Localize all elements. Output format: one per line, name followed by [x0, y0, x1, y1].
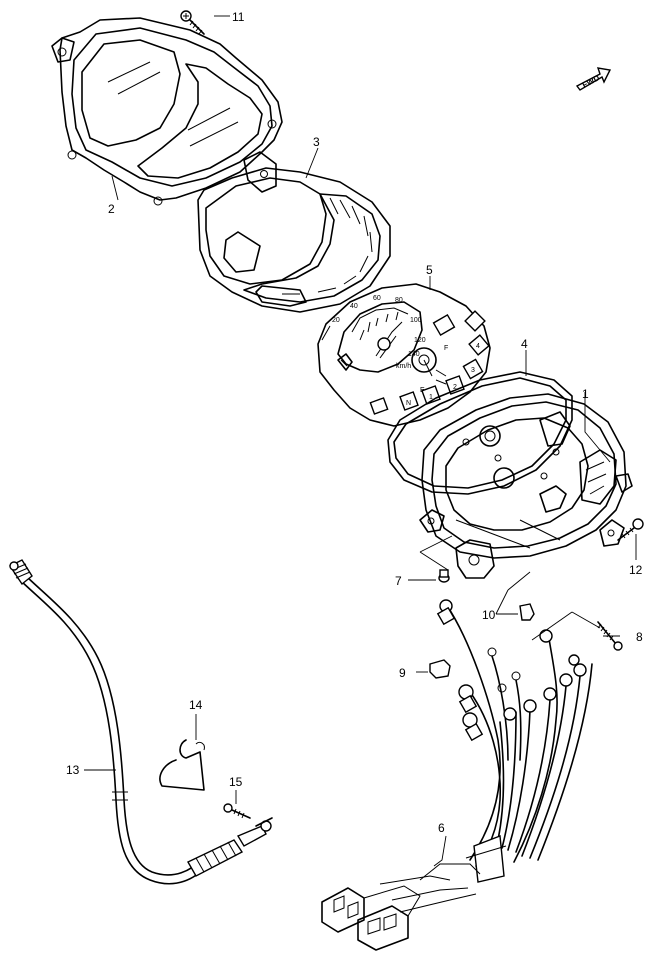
grommet-7	[438, 569, 450, 583]
callout-6: 6	[438, 821, 445, 835]
callout-1: 1	[582, 387, 589, 401]
dial-mark-60: 60	[373, 295, 381, 302]
gear-indicator-3: 3	[471, 367, 475, 374]
dial-mark-40: 40	[350, 303, 358, 310]
callout-7: 7	[395, 574, 402, 588]
screw-8	[597, 621, 623, 651]
screw-11	[180, 10, 205, 35]
wiring-harness	[321, 599, 593, 951]
inner-trim-panel	[197, 167, 391, 313]
callout-3: 3	[313, 135, 320, 149]
cable-clip	[159, 739, 205, 791]
gear-indicator-n: N	[406, 400, 411, 407]
callout-5: 5	[426, 263, 433, 277]
callout-8: 8	[636, 630, 643, 644]
bulb-9	[429, 659, 451, 679]
dial-unit: km/h	[396, 363, 411, 370]
callout-15: 15	[229, 775, 243, 789]
screw-12	[617, 518, 644, 541]
meter-lens-cover	[51, 17, 283, 206]
callout-4: 4	[521, 337, 528, 351]
callout-2: 2	[108, 202, 115, 216]
dial-mark-100: 100	[410, 317, 422, 324]
indicator-row: N 1 2 3 4	[369, 310, 490, 415]
gear-indicator-2: 2	[453, 384, 457, 391]
callout-labels: 1 2 3 4 5 6 7 8 9 10 11 12 13 14 15	[66, 10, 643, 835]
callout-11: 11	[232, 10, 245, 24]
meter-housing	[419, 393, 633, 579]
callout-9: 9	[399, 666, 406, 680]
gear-indicator-4: 4	[476, 343, 480, 350]
dial-mark-80: 80	[395, 297, 403, 304]
fwd-arrow-icon: FWD	[575, 67, 612, 91]
callout-13: 13	[66, 763, 80, 777]
leader-lines	[84, 15, 637, 867]
bulb-10	[519, 603, 535, 621]
callout-10: 10	[482, 608, 496, 622]
callout-14: 14	[189, 698, 203, 712]
speedometer-cable	[8, 559, 273, 885]
dial-mark-120: 120	[414, 337, 426, 344]
gasket-ring	[387, 371, 573, 495]
screw-15	[223, 803, 251, 819]
dial-face-plate: 20 40 60 80 100 120 140 km/h F E N 1 2 3…	[317, 283, 491, 427]
callout-12: 12	[629, 563, 643, 577]
fuel-full-mark: F	[444, 345, 448, 352]
gear-indicator-1: 1	[429, 394, 433, 401]
dial-mark-20: 20	[332, 317, 340, 324]
